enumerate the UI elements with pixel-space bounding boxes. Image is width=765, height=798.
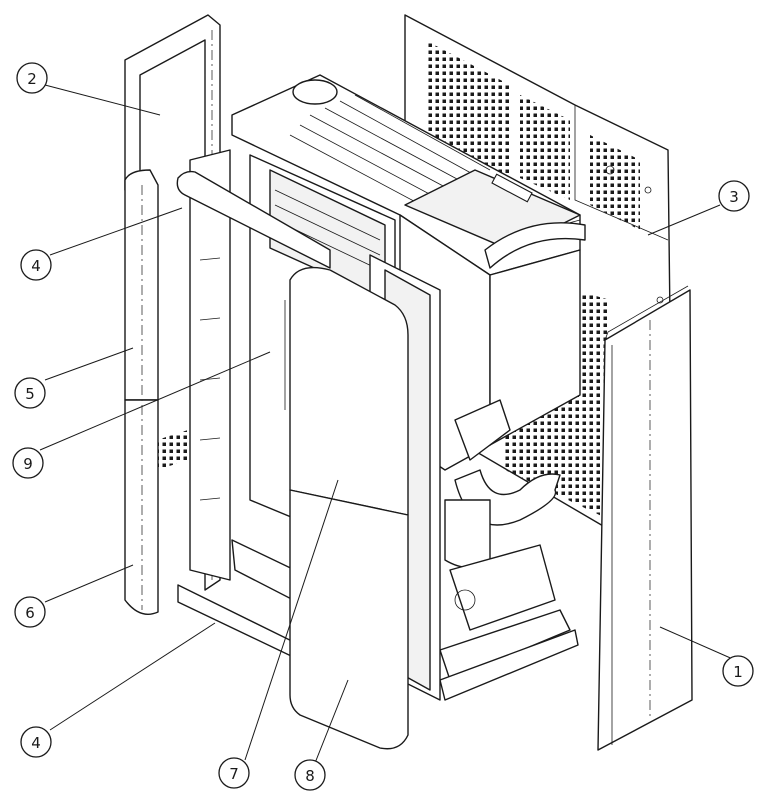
callout-9-label: 9 xyxy=(23,455,33,473)
leader-5 xyxy=(44,347,134,381)
callout-4b-label: 4 xyxy=(31,734,41,752)
callouts: 1 2 3 4 4 5 6 7 xyxy=(12,62,754,791)
callout-8: 8 xyxy=(294,759,326,791)
leader-2 xyxy=(44,84,161,116)
callout-7: 7 xyxy=(218,757,250,789)
leader-6 xyxy=(44,564,134,603)
part-5-6-left-column xyxy=(124,169,159,615)
callout-2-label: 2 xyxy=(27,70,37,88)
leader-8 xyxy=(314,679,349,764)
leader-9 xyxy=(39,351,271,451)
part-7-8-front-door xyxy=(284,266,409,750)
leader-3 xyxy=(647,204,721,236)
callout-4b: 4 xyxy=(20,726,52,758)
callout-1-label: 1 xyxy=(733,663,743,681)
callout-4a-label: 4 xyxy=(31,257,41,275)
callout-9: 9 xyxy=(12,447,44,479)
callout-3-label: 3 xyxy=(729,188,739,206)
leader-1 xyxy=(659,626,736,661)
callout-8-label: 8 xyxy=(305,767,315,785)
callout-1: 1 xyxy=(722,655,754,687)
callout-6-label: 6 xyxy=(25,604,35,622)
part-2-left-strip xyxy=(124,14,231,591)
leader-4b xyxy=(49,622,216,731)
callout-3: 3 xyxy=(718,180,750,212)
callout-5-label: 5 xyxy=(25,385,35,403)
leader-lines xyxy=(39,84,736,764)
leader-7 xyxy=(244,479,339,761)
leader-4a xyxy=(49,207,183,256)
internal-mechanism xyxy=(439,399,579,701)
callout-7-label: 7 xyxy=(229,765,239,783)
callout-2: 2 xyxy=(16,62,48,94)
callout-6: 6 xyxy=(14,596,46,628)
part-1-right-side-panel xyxy=(597,285,693,751)
part-4-top-rail xyxy=(176,170,331,269)
callout-4a: 4 xyxy=(20,249,52,281)
callout-5: 5 xyxy=(14,377,46,409)
stove-body xyxy=(231,74,586,471)
